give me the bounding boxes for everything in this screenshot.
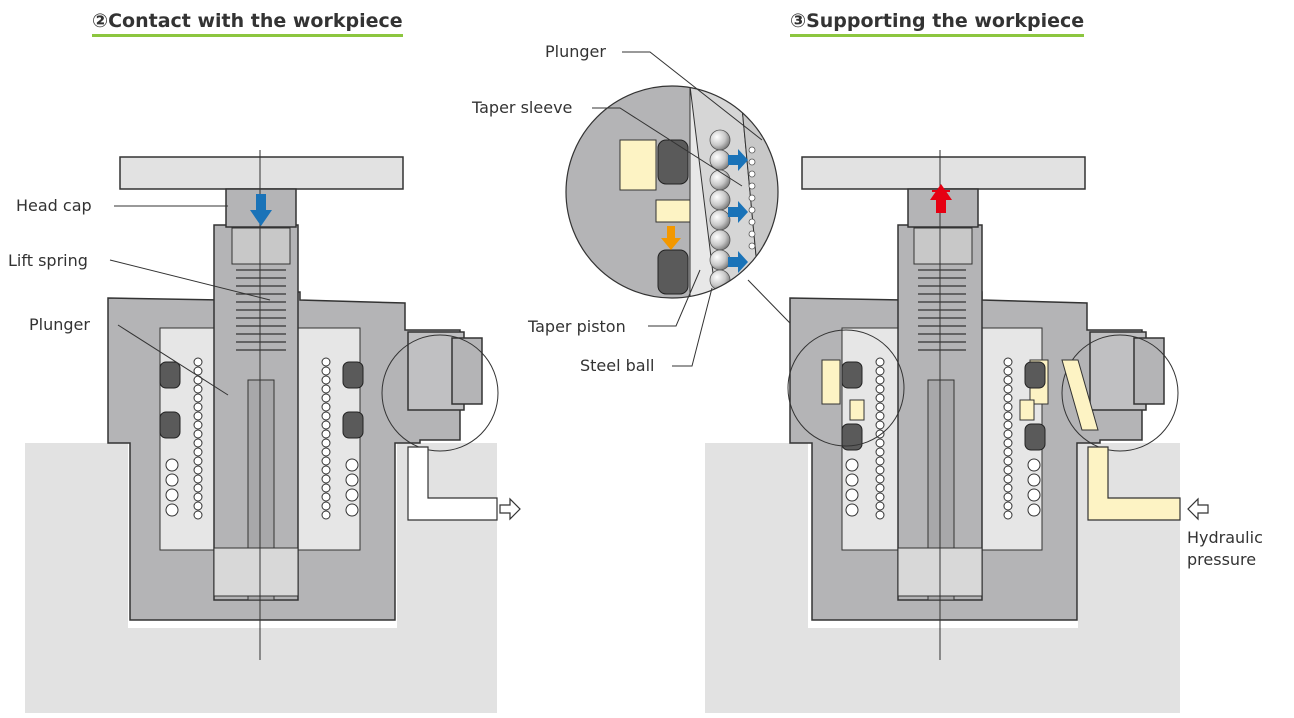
left-port-cap (451, 337, 483, 405)
zoom-upper-seal (657, 139, 689, 185)
right-support-assembly (705, 150, 1209, 713)
zoom-small-balls (748, 146, 756, 250)
zoom-yellow-chamber (619, 139, 657, 191)
contact-heading: ②Contact with the workpiece (92, 10, 403, 37)
taper-piston-label: Taper piston (528, 317, 626, 336)
zoom-leader-lines (592, 51, 763, 367)
right-port-cap (1133, 337, 1165, 405)
steel-ball-label: Steel ball (580, 356, 655, 375)
right-thread-block (913, 227, 973, 265)
right-base-plate (705, 443, 1180, 713)
zoom-yellow-gap (655, 199, 691, 223)
left-leader-lines (109, 205, 271, 396)
hydraulic-pressure-label-line2: pressure (1187, 550, 1257, 569)
right-port-zoom-ring (1061, 334, 1179, 452)
zoom-circle-border (565, 85, 779, 299)
left-port-zoom-ring (381, 334, 499, 452)
right-red-up-arrow (930, 184, 952, 213)
zoom-orange-down-arrow (661, 226, 681, 250)
right-ball-columns (845, 357, 1041, 520)
taper-sleeve-label: Taper sleeve (472, 98, 573, 117)
zoom-lower-seal (657, 249, 689, 295)
left-support-assembly (25, 150, 521, 713)
zoom-blue-arrow-2 (728, 201, 748, 223)
zoom-steel-balls (709, 129, 731, 291)
left-oil-channel (407, 446, 498, 521)
right-inlet-arrow-icon (1187, 497, 1209, 521)
left-lower-block (213, 547, 299, 597)
left-seals (159, 361, 364, 439)
zoom-body (566, 86, 691, 298)
plunger-detail-label: Plunger (545, 42, 606, 61)
hydraulic-pressure-label-line1: Hydraulic (1187, 528, 1263, 547)
plunger-left-label: Plunger (29, 315, 90, 334)
support-heading: ③Supporting the workpiece (790, 10, 1085, 37)
right-oil-passage (1061, 359, 1099, 431)
lift-spring-label: Lift spring (8, 251, 88, 270)
zoom-blue-arrow-1 (728, 149, 748, 171)
detail-zoom (565, 51, 827, 367)
left-ball-columns (165, 357, 359, 520)
left-blue-down-arrow (250, 194, 272, 226)
head-cap-label: Head cap (16, 196, 92, 215)
left-base-plate (25, 443, 497, 713)
left-outlet-arrow-icon (499, 497, 521, 521)
right-body-zoom-ring (787, 329, 905, 447)
right-seals (841, 361, 1046, 451)
left-workpiece (119, 156, 404, 190)
right-workpiece (801, 156, 1086, 190)
right-oil-channel (1087, 446, 1181, 521)
zoom-blue-arrow-3 (728, 251, 748, 273)
left-thread-block (231, 227, 291, 265)
